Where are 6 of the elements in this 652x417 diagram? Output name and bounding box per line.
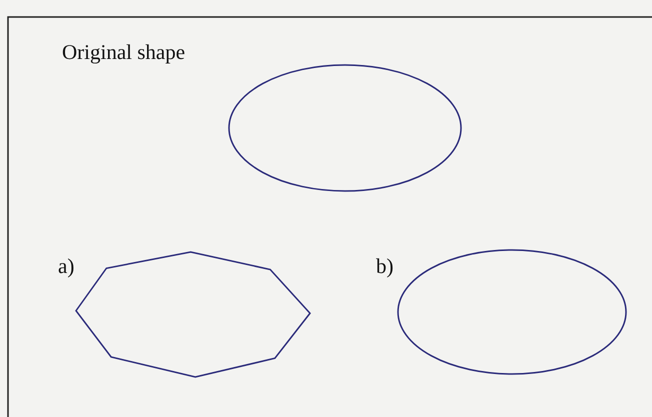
panel-label: b) (376, 256, 394, 277)
panel-label: a) (58, 256, 74, 277)
ellipse-outline (397, 249, 627, 375)
caption-text: Original shape (62, 42, 186, 63)
ellipse-outline (228, 64, 462, 192)
octagon-outline (75, 251, 311, 378)
